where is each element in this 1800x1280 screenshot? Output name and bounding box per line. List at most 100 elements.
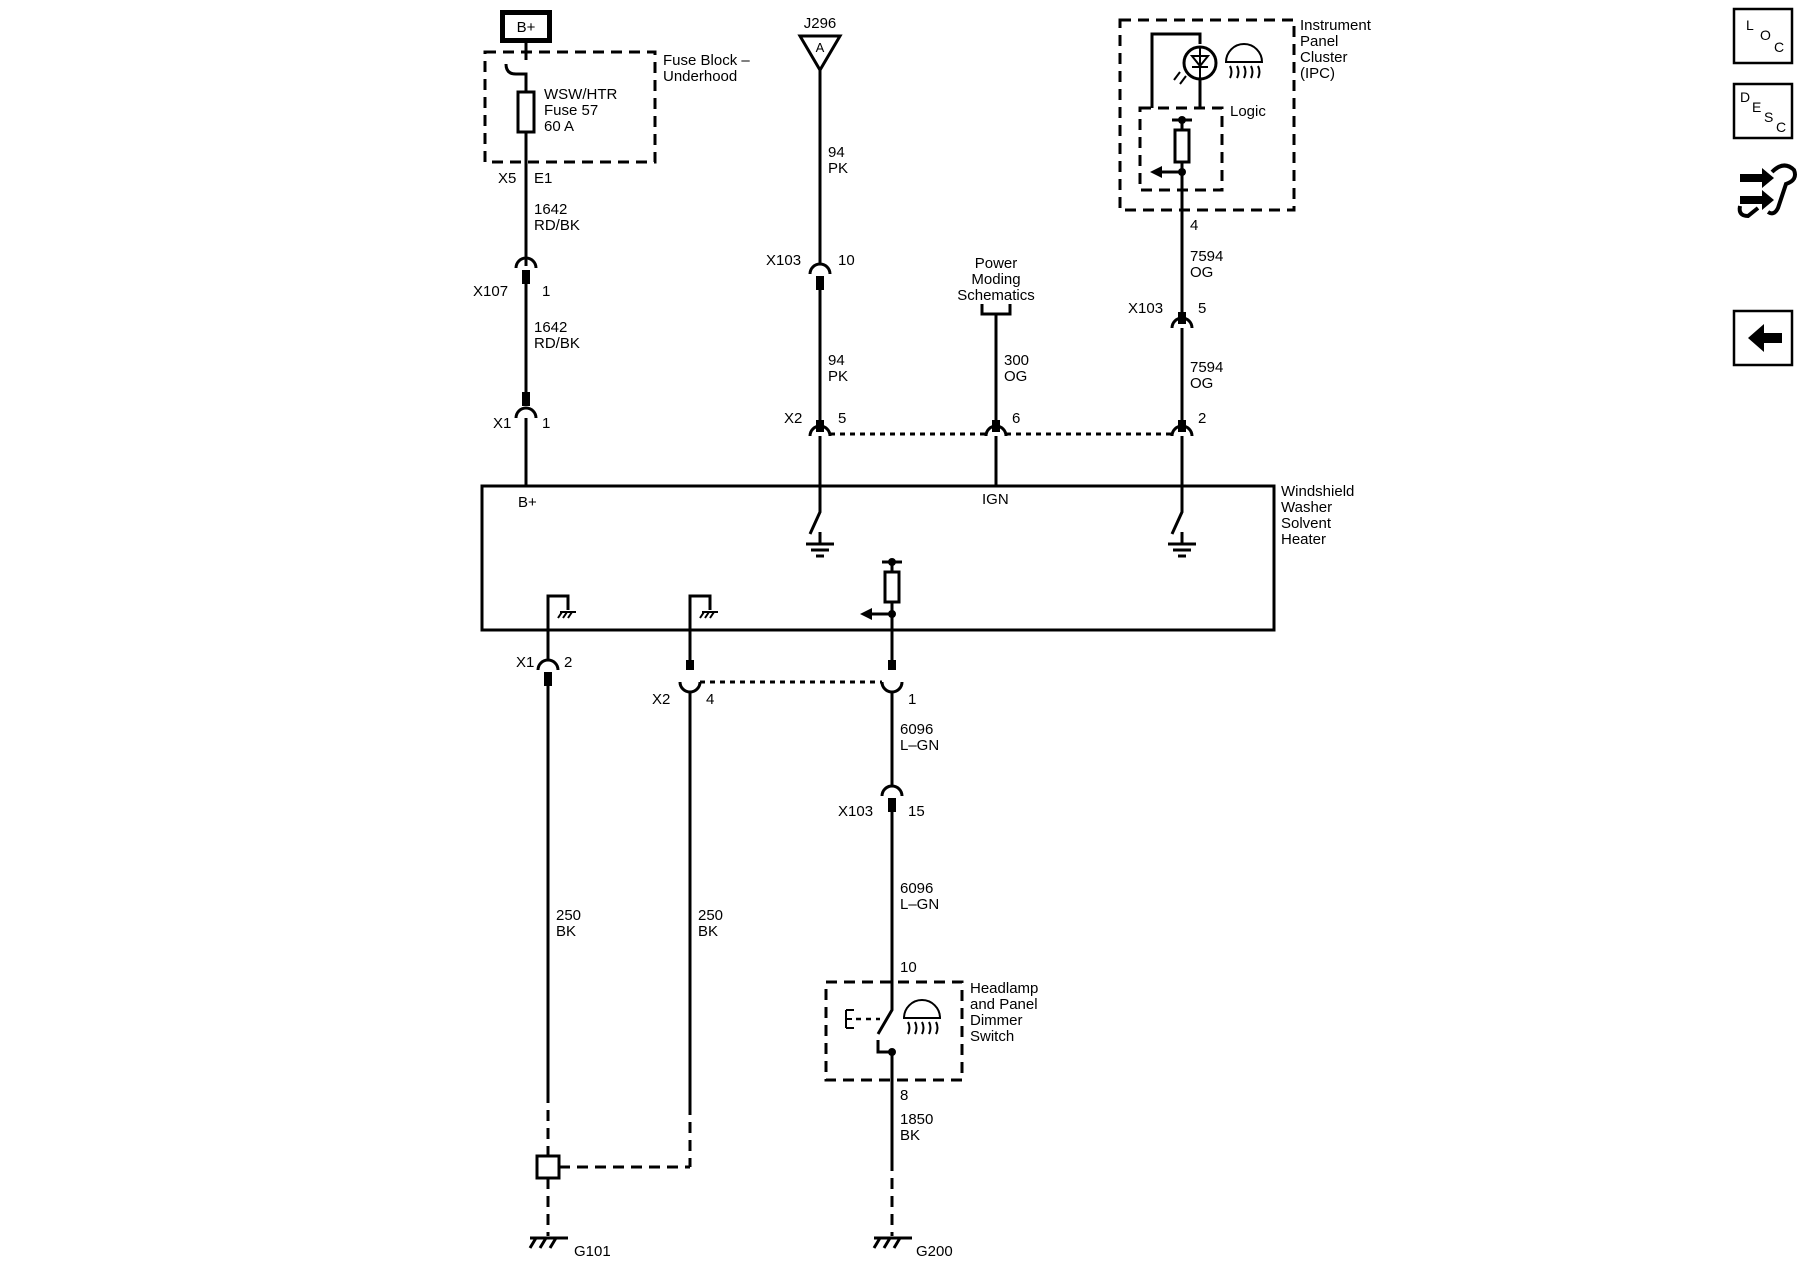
switch-title-1: Headlamp: [970, 980, 1038, 997]
connector-x103-pin10: X103 10: [766, 252, 855, 290]
connector-wrench-icon: [1737, 163, 1797, 219]
power-moding-line3: Schematics: [957, 287, 1035, 304]
ipc-title-2: Panel: [1300, 33, 1338, 50]
connector-x1-top-name: X1: [493, 415, 511, 432]
switch-title-3: Dimmer: [970, 1012, 1023, 1029]
connector-x2-pin2: 2: [1170, 410, 1206, 437]
heater-bplus-label: B+: [518, 494, 537, 511]
desc-letter-d: D: [1740, 89, 1750, 105]
headlamp-panel-dimmer-switch: Headlamp and Panel Dimmer Switch: [824, 980, 1038, 1082]
connector-x107-pin: 1: [542, 283, 550, 300]
connector-x2-4-pin: 4: [706, 691, 714, 708]
connector-x1-pin1: X1 1: [493, 392, 550, 432]
wire-300-number: 300: [1004, 352, 1029, 369]
switch-pin-10: 10: [900, 959, 917, 976]
connector-x2-6-pin: 6: [1012, 410, 1020, 427]
connector-x2-5-pin: 5: [838, 410, 846, 427]
fuse-block-title-1: Fuse Block –: [663, 52, 750, 69]
fuse-connector-pin: E1: [534, 170, 552, 187]
switch-washer-heater-icon: [902, 999, 942, 1035]
switch-title-4: Switch: [970, 1028, 1014, 1045]
ipc-pull-up-resistor: [1173, 128, 1191, 164]
connector-x107-name: X107: [473, 283, 508, 300]
wire-94-number-lower: 94: [828, 352, 845, 369]
wire-6096-color: L–GN: [900, 737, 939, 754]
wire-6096-color-lower: L–GN: [900, 896, 939, 913]
wire-6096-number: 6096: [900, 721, 933, 738]
ipc-title-1: Instrument: [1300, 17, 1372, 34]
fuse-label-2: Fuse 57: [544, 102, 598, 119]
wire-250-number-left: 250: [556, 907, 581, 924]
wire-7594-number: 7594: [1190, 248, 1223, 265]
fuse-57: [516, 90, 536, 134]
connector-x103-5-name: X103: [1128, 300, 1163, 317]
power-moding-line1: Power: [975, 255, 1018, 272]
connector-x1-pin2: X1 2: [516, 654, 572, 686]
power-moding-reference: Power Moding Schematics: [957, 255, 1035, 316]
connector-x1-bottom-pin: 2: [564, 654, 572, 671]
desc-letter-e: E: [1752, 99, 1761, 115]
connector-j296: J296 A: [797, 15, 843, 73]
connector-x2-pin6: 6: [984, 410, 1020, 437]
power-source-b-plus: B+: [500, 10, 552, 60]
wire-250-color-right: BK: [698, 923, 718, 940]
wire-94-color: PK: [828, 160, 848, 177]
wire-300-color: OG: [1004, 368, 1027, 385]
j296-label: J296: [804, 15, 837, 32]
connector-x103-pin5: X103 5: [1128, 300, 1206, 329]
heater-title-2: Washer: [1281, 499, 1332, 516]
washer-heater-icon: [1224, 43, 1264, 79]
wire-7594-number-lower: 7594: [1190, 359, 1223, 376]
desc-letter-s: S: [1764, 109, 1773, 125]
connector-x103-pin15: X103 15: [838, 784, 925, 820]
wire-94-color-lower: PK: [828, 368, 848, 385]
wire-1642-number: 1642: [534, 201, 567, 218]
description-button[interactable]: D E S C: [1732, 82, 1794, 140]
ground-g101-label: G101: [574, 1243, 611, 1260]
loc-letter-c: C: [1774, 39, 1784, 55]
fuse-block-underhood: Fuse Block – Underhood WSW/HTR Fuse 57 6…: [483, 50, 750, 164]
connector-repair-button[interactable]: [1734, 154, 1797, 220]
ipc-title-3: Cluster: [1300, 49, 1348, 66]
back-button[interactable]: [1732, 309, 1794, 367]
heater-title-3: Solvent: [1281, 515, 1332, 532]
power-source-label: B+: [517, 19, 536, 36]
connector-x1-top-pin: 1: [542, 415, 550, 432]
ipc-logic-label: Logic: [1230, 103, 1266, 120]
power-moding-line2: Moding: [971, 271, 1020, 288]
fuse-block-title-2: Underhood: [663, 68, 737, 85]
connector-x103-5-pin: 5: [1198, 300, 1206, 317]
connector-x2-1-pin: 1: [908, 691, 916, 708]
ground-g101: G101: [528, 1236, 611, 1260]
connector-x2-pin4: X2 4: [652, 660, 714, 708]
connector-x2-pin5: X2 5: [784, 410, 846, 437]
wire-1642-color-lower: RD/BK: [534, 335, 580, 352]
wire-250-number-right: 250: [698, 907, 723, 924]
switch-pin-8: 8: [900, 1087, 908, 1104]
back-arrow-icon: [1748, 324, 1782, 352]
heater-pull-up-resistor: [883, 570, 901, 604]
wire-250-color-left: BK: [556, 923, 576, 940]
ipc-title-4: (IPC): [1300, 65, 1335, 82]
connector-x103-15-pin: 15: [908, 803, 925, 820]
wire-6096-number-lower: 6096: [900, 880, 933, 897]
location-button[interactable]: L O C: [1732, 7, 1794, 65]
wire-1642-number-lower: 1642: [534, 319, 567, 336]
instrument-panel-cluster: Instrument Panel Cluster (IPC) Logic: [1118, 17, 1372, 212]
heater-ign-label: IGN: [982, 491, 1009, 508]
loc-letter-l: L: [1746, 17, 1754, 33]
connector-x1-bottom-name: X1: [516, 654, 534, 671]
loc-letter-o: O: [1760, 27, 1771, 43]
wire-94-number: 94: [828, 144, 845, 161]
wire-1642-color: RD/BK: [534, 217, 580, 234]
wire-1850-number: 1850: [900, 1111, 933, 1128]
ground-g200: G200: [872, 1236, 953, 1260]
ipc-pin-4: 4: [1190, 217, 1198, 234]
connector-x2-5-name: X2: [784, 410, 802, 427]
ground-g200-label: G200: [916, 1243, 953, 1260]
fuse-label-3: 60 A: [544, 118, 574, 135]
heater-title-1: Windshield: [1281, 483, 1354, 500]
ground-splice: [535, 1154, 561, 1180]
connector-x103-10-pin: 10: [838, 252, 855, 269]
j296-letter: A: [816, 40, 825, 55]
